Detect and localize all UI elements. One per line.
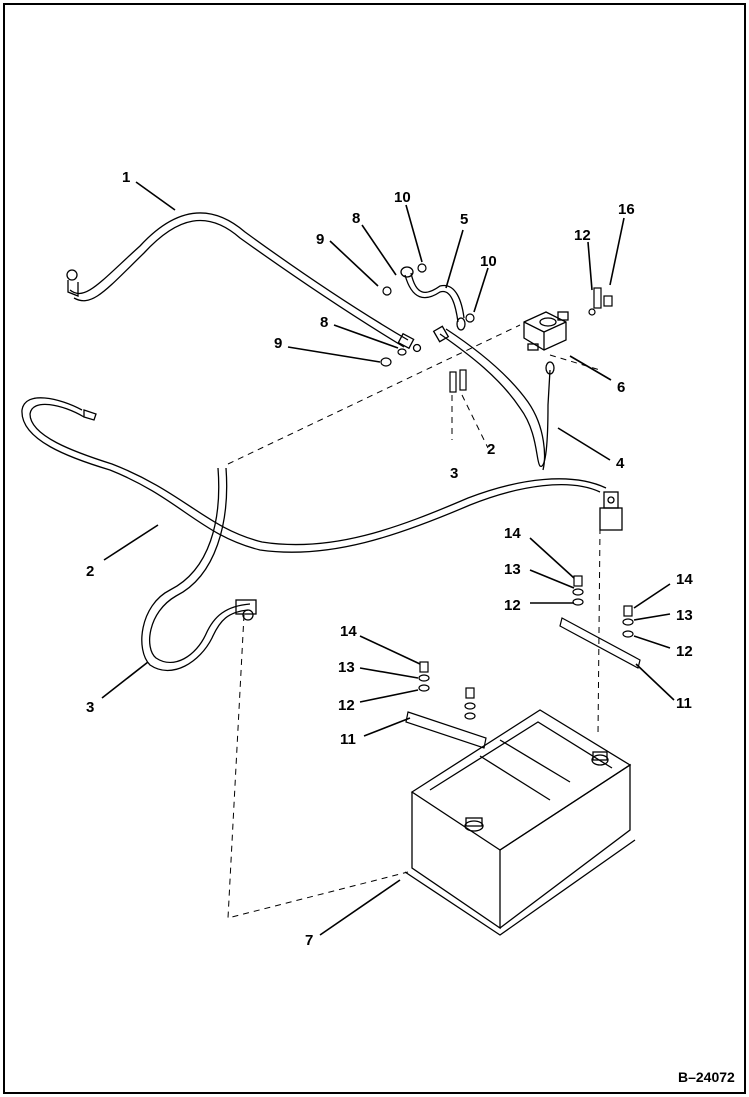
callout-9: 9 (274, 335, 282, 352)
callout-10: 10 (480, 253, 497, 270)
switch-hardware (588, 287, 613, 316)
cable-1 (66, 212, 422, 353)
callout-12: 12 (574, 227, 591, 244)
terminal-hardware (380, 263, 475, 393)
callout-13: 13 (504, 561, 521, 578)
callout-14: 14 (340, 623, 357, 640)
callout-12: 12 (676, 643, 693, 660)
callout-2: 2 (86, 563, 94, 580)
drawing-number: B–24072 (678, 1069, 735, 1085)
cable-5 (400, 266, 466, 331)
callout-9: 9 (316, 231, 324, 248)
callout-14: 14 (676, 571, 693, 588)
callout-3: 3 (450, 465, 458, 482)
callout-14: 14 (504, 525, 521, 542)
callout-6: 6 (617, 379, 625, 396)
leader-lines (101, 181, 675, 936)
drawing-frame (3, 3, 746, 1094)
callout-8: 8 (352, 210, 360, 227)
callout-4: 4 (616, 455, 625, 472)
callout-16: 16 (618, 201, 635, 218)
callout-10: 10 (394, 189, 411, 206)
callout-3: 3 (86, 699, 94, 716)
callout-11: 11 (676, 695, 692, 712)
callout-5: 5 (460, 211, 468, 228)
cable-4 (432, 325, 555, 471)
callout-12: 12 (338, 697, 355, 714)
callout-1: 1 (122, 169, 130, 186)
cable-3 (141, 467, 257, 671)
callout-13: 13 (338, 659, 355, 676)
callout-7: 7 (305, 932, 313, 949)
disconnect-switch (523, 311, 569, 351)
assembly-lines (227, 324, 601, 919)
callout-13: 13 (676, 607, 693, 624)
callout-2: 2 (487, 441, 495, 458)
battery (404, 709, 636, 936)
callout-8: 8 (320, 314, 328, 331)
cable-2 (21, 397, 623, 553)
callout-12: 12 (504, 597, 521, 614)
callout-11: 11 (340, 731, 356, 748)
